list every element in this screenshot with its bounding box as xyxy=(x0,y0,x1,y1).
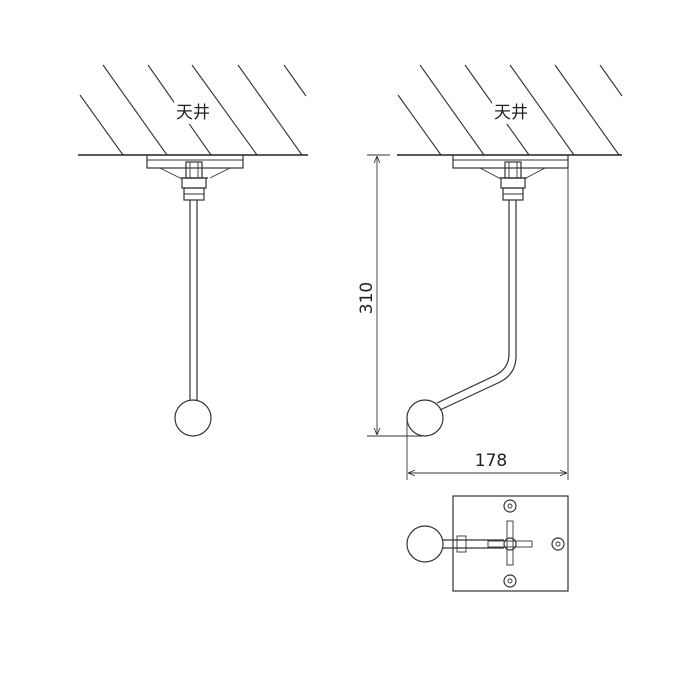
dimension-width xyxy=(406,168,569,480)
front-view: 天井 xyxy=(78,64,308,437)
hook-knob-side xyxy=(406,399,444,437)
hook-knob-top xyxy=(406,525,444,563)
top-view xyxy=(406,495,569,592)
width-dimension-label: 178 xyxy=(475,451,507,471)
side-view: 天井 310 178 xyxy=(357,64,623,480)
hook-rod-bent xyxy=(436,200,517,411)
ceiling-label: 天井 xyxy=(176,103,210,123)
screw-hole-top xyxy=(503,499,517,513)
hook-rod-top xyxy=(443,535,504,553)
ceiling-label-side: 天井 xyxy=(494,103,528,123)
height-dimension-label: 310 xyxy=(357,282,377,314)
screw-hole-right xyxy=(551,537,565,551)
center-fitting xyxy=(487,520,533,566)
hook-knob xyxy=(174,399,212,437)
dimension-height xyxy=(367,154,423,437)
ceiling-label-bg xyxy=(174,98,214,124)
base-plate xyxy=(452,495,569,592)
ceiling-label-bg-side xyxy=(492,98,532,124)
screw-hole-bottom xyxy=(503,574,517,588)
mounting-bracket xyxy=(146,154,244,201)
hook-rod xyxy=(189,200,198,400)
mounting-bracket-side xyxy=(452,154,569,201)
